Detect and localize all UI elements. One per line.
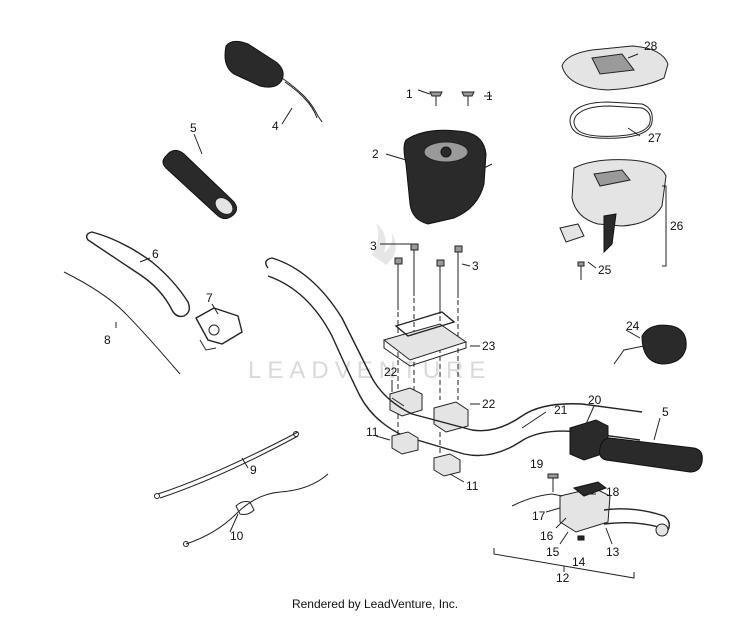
callout-21: 21 <box>554 403 568 417</box>
cable-8 <box>63 271 181 375</box>
callout-5b: 5 <box>662 405 669 419</box>
callout-28: 28 <box>644 39 658 53</box>
callout-22a: 22 <box>384 365 398 379</box>
pad-28 <box>561 45 669 91</box>
callout-1b: 1 <box>486 89 493 103</box>
screws-1 <box>417 89 492 106</box>
housing-26 <box>571 159 667 267</box>
mirror-left <box>224 40 323 123</box>
clamp-lower-left <box>391 431 419 455</box>
callout-25: 25 <box>598 263 612 277</box>
footer-credit: Rendered by LeadVenture, Inc. <box>291 597 459 611</box>
clamp-upper-left <box>389 387 423 417</box>
gasket-27 <box>569 101 653 139</box>
callout-22b: 22 <box>482 397 496 411</box>
mirror-right <box>613 324 687 365</box>
cable-10 <box>183 473 329 547</box>
callout-1a: 1 <box>406 87 413 101</box>
callout-20: 20 <box>588 393 602 407</box>
handlebar-cover <box>403 129 493 225</box>
cable-9 <box>154 431 299 499</box>
grip-left <box>162 150 238 220</box>
brake-assembly <box>511 473 671 541</box>
grip-right <box>599 437 703 473</box>
callout-3a: 3 <box>370 239 377 253</box>
callout-26: 26 <box>670 219 684 233</box>
handlebar <box>265 257 643 457</box>
callout-24: 24 <box>626 319 640 333</box>
clamp-upper-right <box>433 401 480 433</box>
callout-11b: 11 <box>466 479 479 493</box>
callout-8: 8 <box>104 333 111 347</box>
callout-11a: 11 <box>366 425 379 439</box>
callout-18: 18 <box>606 485 620 499</box>
watermark: LEADVENTURE <box>248 223 491 384</box>
bolts-3 <box>380 243 471 314</box>
callout-14: 14 <box>572 555 586 569</box>
callout-6: 6 <box>152 247 159 261</box>
callout-9: 9 <box>250 463 257 477</box>
callout-19: 19 <box>530 457 544 471</box>
callout-15: 15 <box>546 545 560 559</box>
clamp-plate <box>382 311 480 367</box>
callout-4: 4 <box>272 119 279 133</box>
callout-13: 13 <box>606 545 620 559</box>
leader-lines <box>139 53 661 545</box>
callout-labels: 1 1 2 3 3 4 5 5 6 7 8 9 10 11 11 12 13 1… <box>104 39 684 585</box>
watermark-text: LEADVENTURE <box>248 357 491 384</box>
callout-16: 16 <box>540 529 554 543</box>
callout-23: 23 <box>482 339 496 353</box>
clip-25 <box>559 223 597 280</box>
callout-10: 10 <box>230 529 244 543</box>
clutch-lever <box>85 231 191 318</box>
callout-27: 27 <box>648 131 662 145</box>
callout-5a: 5 <box>190 121 197 135</box>
callout-7: 7 <box>206 291 213 305</box>
callout-3b: 3 <box>472 259 479 273</box>
bracket-12 <box>493 548 635 579</box>
callout-17: 17 <box>532 509 546 523</box>
clamp-lower-right <box>433 453 461 477</box>
callout-12: 12 <box>556 571 570 585</box>
lever-bracket <box>195 307 243 351</box>
callout-2: 2 <box>372 147 379 161</box>
